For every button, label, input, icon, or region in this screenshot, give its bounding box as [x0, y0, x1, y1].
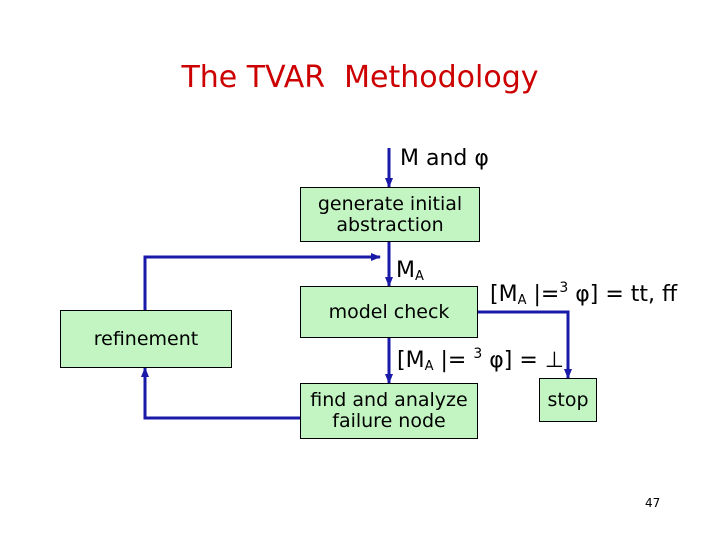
result-tt-ff-label: [MA |=3 φ] = tt, ff [490, 280, 678, 308]
abstraction-label: MA [396, 258, 424, 284]
stop-box: stop [539, 378, 597, 422]
model-check-box: model check [300, 286, 478, 338]
generate-abstraction-box: generate initial abstraction [300, 187, 480, 242]
find-analyze-box: find and analyze failure node [300, 383, 478, 439]
result-undefined-label: [MA |= 3 φ] = ⊥ [397, 346, 564, 374]
arrow-from-refinement [143, 253, 381, 310]
refinement-box: refinement [60, 310, 232, 368]
arrow-to-refinement [141, 367, 300, 420]
arrow-tt-ff [478, 310, 572, 379]
page-title: The TVAR Methodology [181, 60, 539, 95]
input-label: M and φ [400, 146, 489, 171]
page-number: 47 [645, 496, 661, 510]
